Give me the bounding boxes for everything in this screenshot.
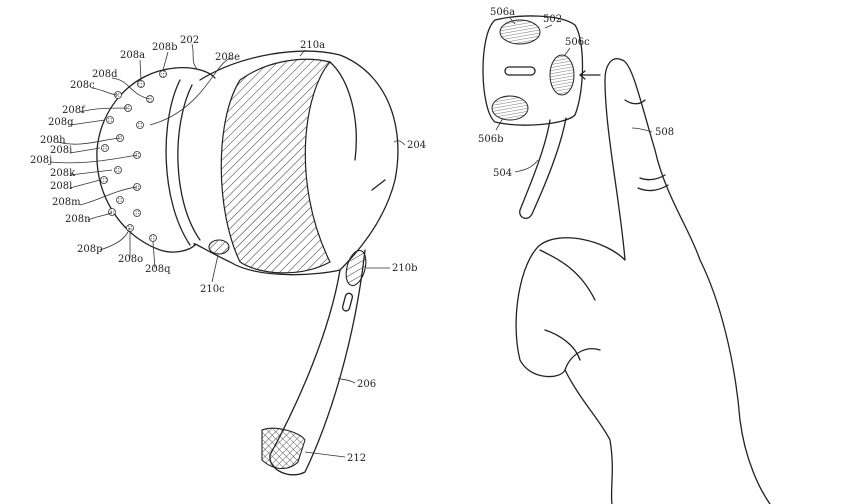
label-208a: 208a — [120, 50, 145, 61]
stem-206 — [269, 249, 366, 476]
earbud-head-502 — [482, 15, 584, 126]
label-208f: 208f — [62, 105, 86, 116]
stem-504 — [519, 117, 567, 220]
label-504: 504 — [493, 168, 512, 179]
sensor-506a — [499, 19, 541, 45]
label-208d: 208d — [92, 69, 118, 80]
label-508: 508 — [655, 127, 674, 138]
sensor-506b — [491, 95, 529, 121]
label-210b: 210b — [392, 263, 418, 274]
label-212: 212 — [347, 453, 366, 464]
label-208o: 208o — [118, 254, 143, 265]
label-210a: 210a — [300, 40, 325, 51]
label-208g: 208g — [48, 117, 74, 128]
label-506b: 506b — [478, 134, 504, 145]
label-208k: 208k — [50, 168, 76, 179]
label-leaders-right — [495, 17, 653, 173]
gesture-figure: 506a 502 506c 506b 504 508 — [478, 7, 771, 504]
label-208h: 208h — [40, 135, 66, 146]
sensor-212 — [261, 427, 306, 470]
sensor-210c — [208, 239, 230, 255]
earbud-body — [193, 50, 399, 276]
label-208m: 208m — [52, 197, 81, 208]
label-208n: 208n — [65, 214, 91, 225]
label-208c: 208c — [70, 80, 95, 91]
label-208i: 208i — [50, 145, 72, 156]
label-502: 502 — [543, 14, 562, 25]
label-506a: 506a — [490, 7, 515, 18]
label-208e: 208e — [215, 52, 240, 63]
ear-tip-rim — [165, 66, 216, 246]
label-202: 202 — [180, 35, 199, 46]
ear-tip — [96, 67, 196, 253]
label-208b: 208b — [152, 42, 178, 53]
arrow — [579, 70, 601, 80]
label-208l: 208l — [50, 181, 72, 192]
label-210c: 210c — [200, 284, 225, 295]
label-206: 206 — [357, 379, 376, 390]
hand-508 — [515, 58, 771, 504]
earbud-figure: 208a 208b 202 208e 208d 208c 208f 208g 2… — [30, 35, 426, 476]
sensor-210b — [345, 249, 367, 287]
label-506c: 506c — [565, 37, 590, 48]
label-208j: 208j — [30, 155, 52, 166]
sensor-506c — [549, 54, 575, 96]
label-208q: 208q — [145, 264, 171, 275]
label-leaders — [49, 43, 406, 458]
mesh-band-210a — [220, 58, 332, 274]
label-204: 204 — [407, 140, 426, 151]
label-208p: 208p — [77, 244, 103, 255]
